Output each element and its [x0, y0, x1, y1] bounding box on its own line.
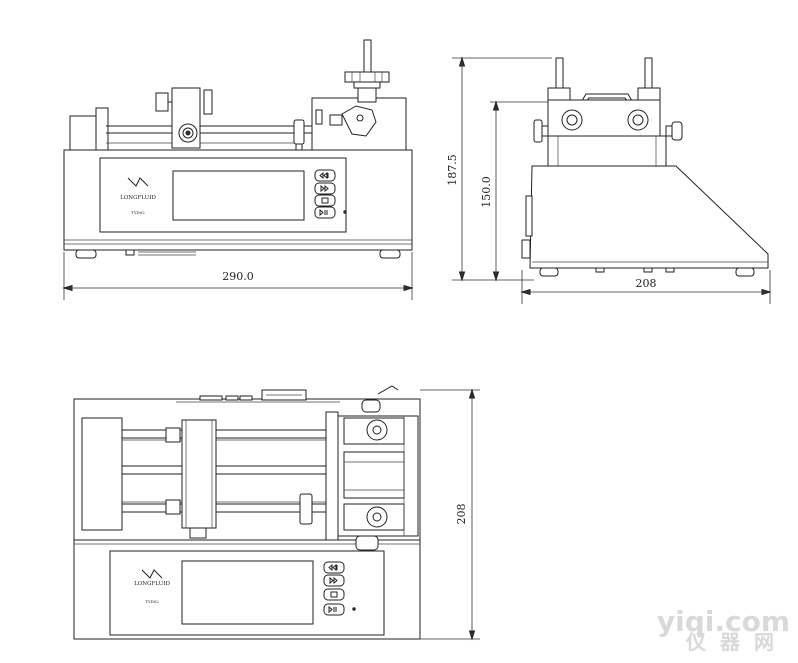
top-brand-label: LONGFLUID	[134, 581, 170, 587]
front-brand-label: LONGFLUID	[120, 195, 156, 201]
front-foot-right	[379, 249, 401, 259]
front-model-label: TYD02	[131, 210, 145, 215]
side-sloped-body	[529, 165, 769, 269]
front-foot-left	[75, 249, 97, 259]
watermark-logo: yiqi.com 仪器网	[657, 605, 790, 655]
watermark-cn: 仪器网	[686, 630, 788, 654]
top-model-label: TYD02	[145, 599, 159, 604]
front-clamp-screw	[155, 92, 169, 112]
front-brand-logo-icon	[127, 177, 149, 187]
side-rod-right	[644, 57, 653, 89]
front-stop-button-icon	[314, 194, 336, 207]
front-holder-plate	[95, 107, 109, 151]
top-syringe-holder	[81, 417, 123, 531]
top-lead-screw	[121, 465, 331, 475]
side-knob-left	[533, 119, 543, 143]
front-lead-screw	[363, 39, 372, 73]
top-view: LONGFLUID TYD02 208	[73, 385, 480, 641]
dim-label-width: 290.0	[222, 270, 254, 283]
dim-label-side-depth: 208	[636, 277, 657, 290]
side-handle	[579, 93, 635, 105]
side-knob-right	[671, 121, 683, 141]
side-rear-connector	[525, 195, 533, 237]
top-reverse-button-icon	[323, 561, 345, 574]
dim-label-body-height: 150.0	[480, 176, 493, 208]
dim-label-total-height: 187.5	[446, 154, 459, 186]
front-reverse-button-icon	[314, 169, 336, 182]
top-slider	[299, 493, 313, 525]
top-knob-upper-icon	[366, 419, 388, 441]
side-column	[547, 135, 667, 167]
dim-label-top-depth: 208	[455, 504, 468, 525]
side-foot-left	[539, 267, 559, 277]
top-knob-lower-icon	[366, 506, 388, 528]
top-brand-logo-icon	[141, 569, 163, 579]
front-indicator-led	[343, 210, 347, 214]
front-view: LONGFLUID TYD02 290.0	[62, 39, 414, 300]
top-clamp-block	[181, 419, 217, 529]
side-foot-right	[735, 267, 755, 277]
side-rod-left	[555, 57, 564, 89]
top-guide-rod-lower	[121, 503, 331, 513]
watermark-site: yiqi.com	[656, 605, 790, 638]
top-indicator-led	[352, 607, 356, 611]
top-stop-button-icon	[323, 588, 345, 601]
top-lcd-screen	[181, 560, 314, 625]
front-lcd-screen	[172, 170, 305, 221]
side-view: 187.5 150.0 208	[446, 56, 772, 304]
top-guide-rod-upper	[121, 429, 331, 439]
front-top-knob	[344, 71, 390, 83]
front-slider	[293, 119, 305, 145]
